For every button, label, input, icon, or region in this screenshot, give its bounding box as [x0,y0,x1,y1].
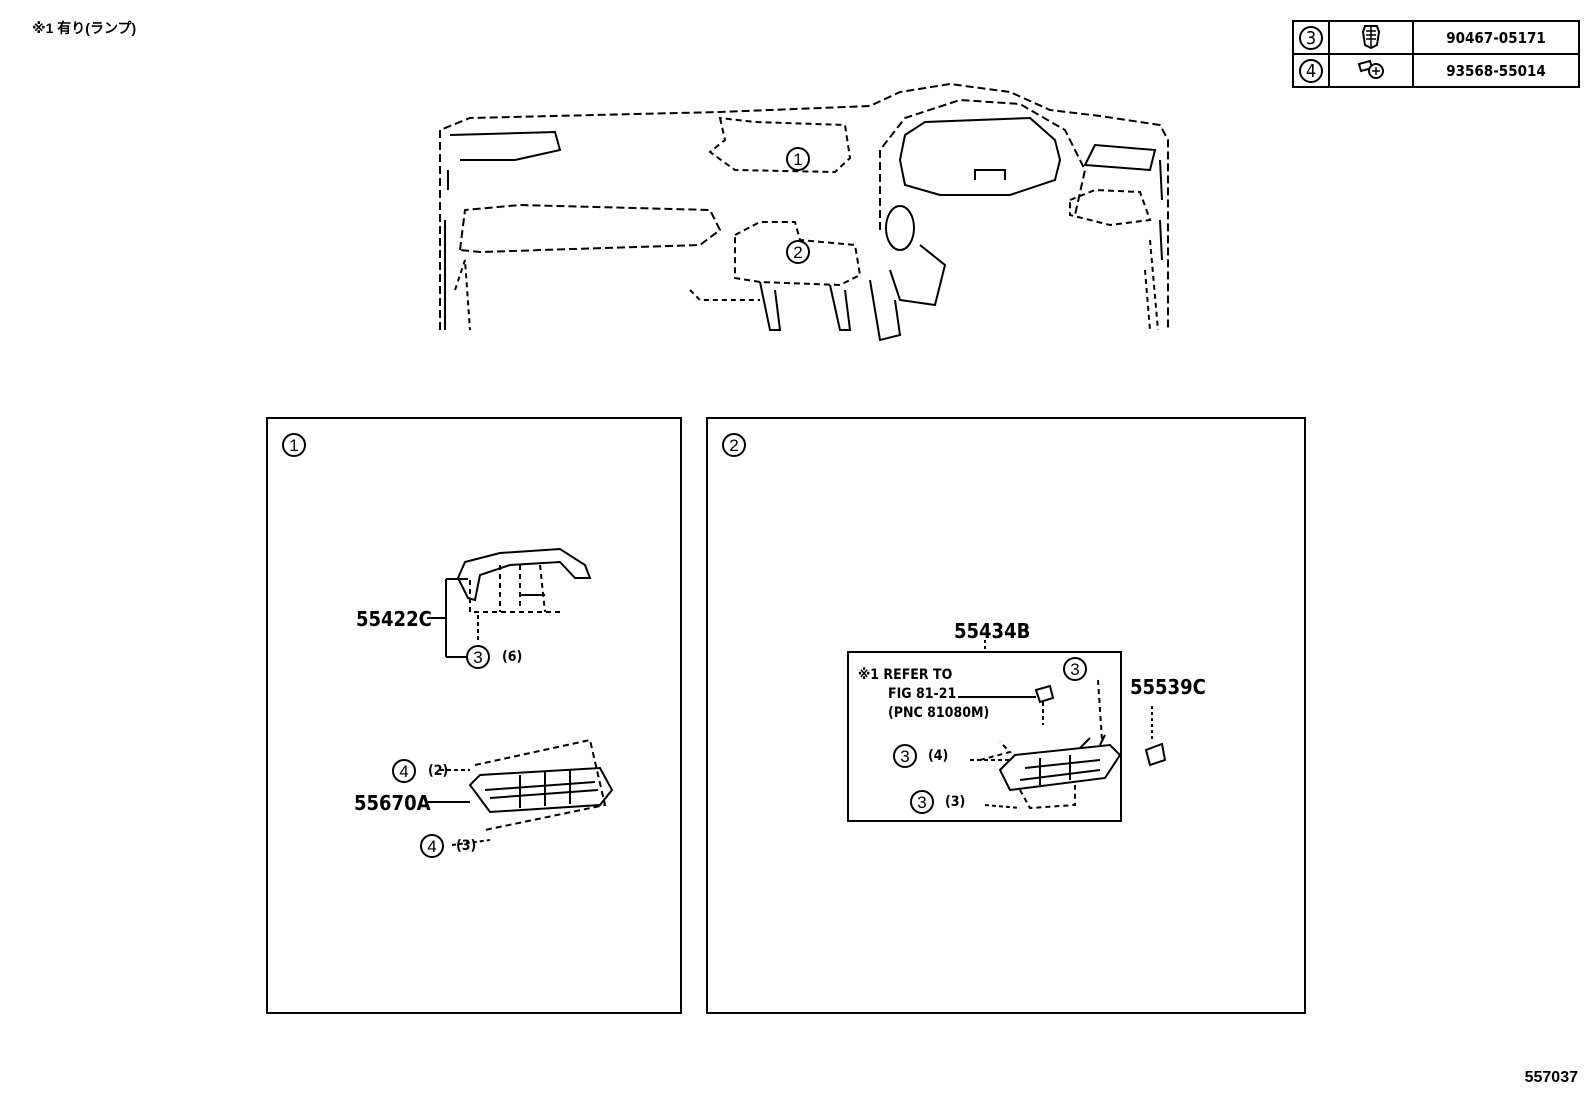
callout-qty: (2) [428,763,449,779]
refer-note-line-1: ※1 REFER TO [858,667,953,683]
ref-number: 4 [1299,58,1323,83]
part-label-55539C: 55539C [1130,675,1206,699]
callout-3: 3 [1063,657,1087,681]
part-label-55422C: 55422C [356,607,432,631]
clip-icon [1361,24,1381,49]
panel-2-label: 2 [722,433,746,457]
overview-callout-1: 1 [786,147,810,171]
callout-3: 3 [893,744,917,768]
detail-panel-2: 2 [706,417,1306,1014]
callout-qty: (6) [502,649,523,665]
lamp-note: ※1 有り(ランプ) [32,20,137,36]
parts-table-row: 3 90467-05171 [1292,20,1580,55]
callout-4: 4 [420,834,444,858]
callout-3: 3 [466,645,490,669]
part-label-55434B: 55434B [954,619,1031,643]
refer-note-line-2: FIG 81-21 [888,686,957,702]
callout-qty: (3) [456,838,477,854]
refer-note-line-3: (PNC 81080M) [888,705,990,721]
callout-qty: (4) [928,748,949,764]
panel-1-label: 1 [282,433,306,457]
part-label-55670A: 55670A [354,791,431,815]
callout-qty: (3) [945,794,966,810]
parts-table: 3 90467-05171 4 93568-55014 [1292,20,1580,88]
detail-panel-1: 1 [266,417,682,1014]
overview-callout-2: 2 [786,240,810,264]
inset-box [847,651,1122,822]
figure-code: 557037 [1524,1069,1578,1086]
part-number: 93568-55014 [1412,53,1580,88]
ref-number: 3 [1299,25,1323,50]
callout-3: 3 [910,790,934,814]
part-number: 90467-05171 [1412,20,1580,55]
callout-4: 4 [392,759,416,783]
screw-icon [1357,59,1384,79]
parts-table-row: 4 93568-55014 [1292,53,1580,88]
